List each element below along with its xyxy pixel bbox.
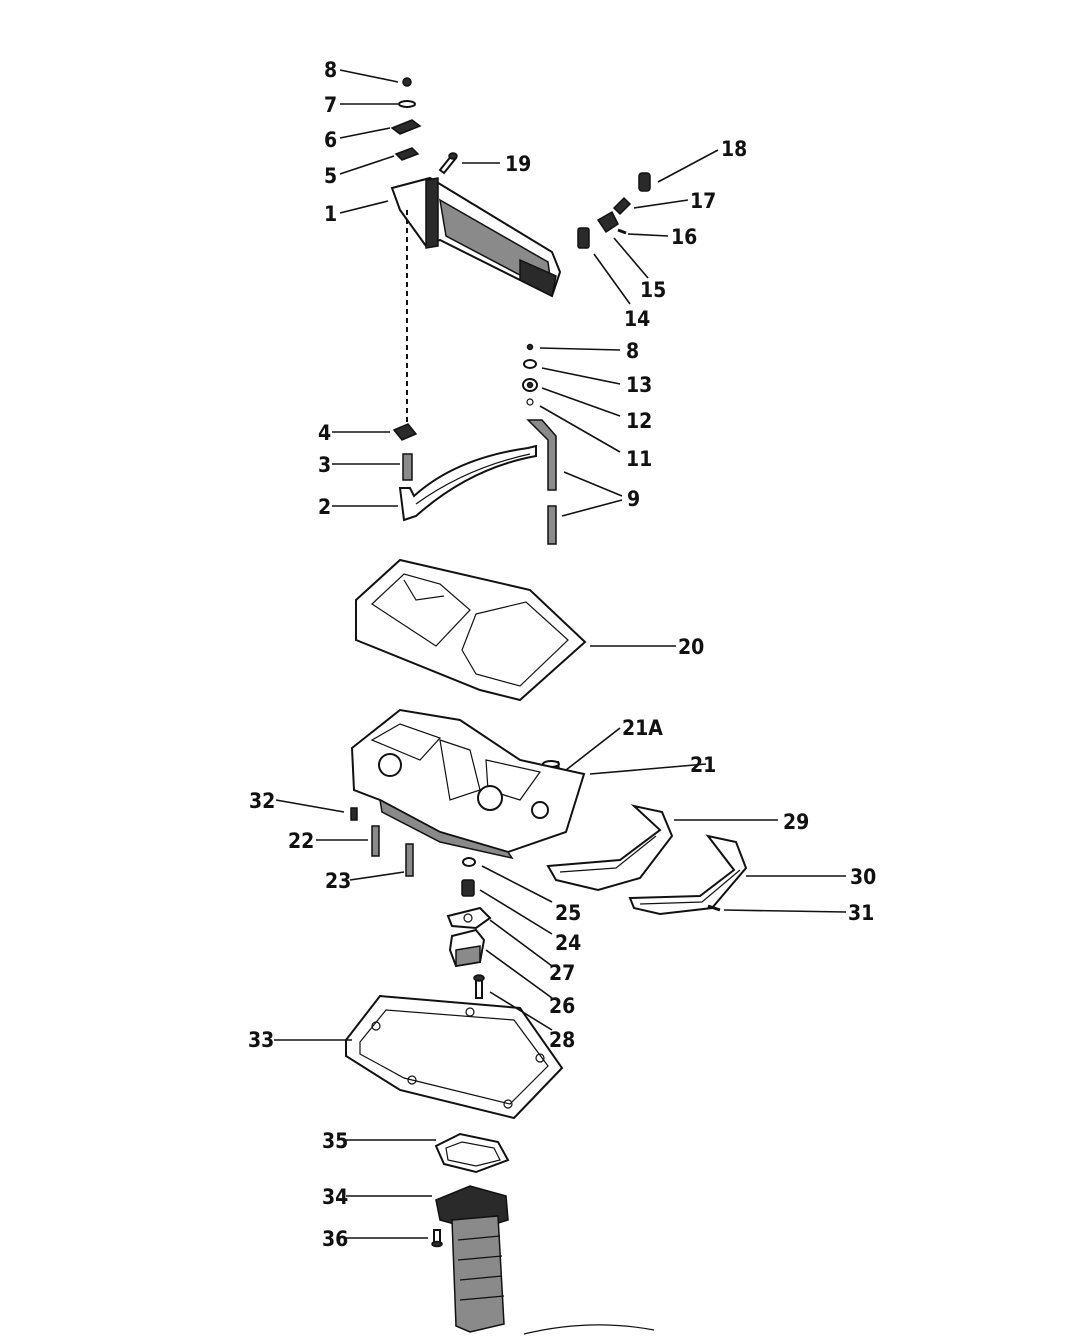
label-25: 25 [555,901,581,925]
label-15: 15 [640,278,666,302]
label-20: 20 [678,635,704,659]
label-14: 14 [624,307,650,331]
label-16: 16 [671,225,697,249]
part-8-nut-lower [526,343,534,351]
part-23-stud [405,843,414,877]
leader-lines [274,69,847,1239]
bottom-edge-mark [523,1324,655,1335]
part-28-screw [473,974,485,999]
part-17-bracket [612,196,632,216]
part-36-screw [431,1229,443,1248]
label-6: 6 [324,128,337,152]
part-1-bracket [390,176,562,298]
part-12-bushing [522,378,538,392]
label-8-upper: 8 [324,58,337,82]
part-19-screw [438,152,458,175]
part-16-pin [617,228,627,235]
part-21-housing [350,708,586,860]
part-27-gasket [446,906,492,930]
part-20-gasket [355,558,587,702]
part-18-clip [638,172,651,192]
part-15-lever [596,210,619,234]
label-28: 28 [549,1028,575,1052]
label-4: 4 [318,421,331,445]
label-31: 31 [848,901,874,925]
label-35: 35 [322,1129,348,1153]
part-33-gasket [345,994,564,1120]
label-24: 24 [555,931,581,955]
part-6-plate [390,119,422,135]
part-29-gasket [546,804,674,892]
label-26: 26 [549,994,575,1018]
part-8-nut [402,77,412,87]
part-32-screw [350,807,358,821]
part-9-rod-lower [547,505,557,545]
label-27: 27 [549,961,575,985]
label-36: 36 [322,1227,348,1251]
label-17: 17 [690,189,716,213]
part-26-block [448,928,486,968]
part-24-insert [461,879,475,897]
label-3: 3 [318,453,331,477]
part-30-gasket [628,834,748,916]
part-35-gasket [434,1132,510,1174]
part-2-arm [398,444,537,522]
label-33: 33 [248,1028,274,1052]
label-34: 34 [322,1185,348,1209]
label-7: 7 [324,93,337,117]
part-7-washer [398,100,416,108]
part-9-rod-upper [526,419,557,491]
part-13-washer [523,359,537,369]
part-14-block [577,227,590,249]
part-25-washer [462,857,476,867]
part-11-washer [526,398,534,406]
part-3-spring [402,453,413,481]
label-19: 19 [505,152,531,176]
label-29: 29 [783,810,809,834]
part-5-plate [394,147,420,161]
label-9: 9 [627,487,640,511]
label-18: 18 [721,137,747,161]
label-1: 1 [324,202,337,226]
label-30: 30 [850,865,876,889]
label-32: 32 [249,789,275,813]
label-12: 12 [626,409,652,433]
part-31-pin [707,904,721,912]
label-22: 22 [288,829,314,853]
part-22-stud [371,825,380,857]
label-2: 2 [318,495,331,519]
label-5: 5 [324,164,337,188]
label-8-lower: 8 [626,339,639,363]
label-11: 11 [626,447,652,471]
label-13: 13 [626,373,652,397]
part-4-link [392,423,418,441]
label-23: 23 [325,869,351,893]
label-21a: 21A [622,716,663,740]
part-34-housing [435,1185,509,1333]
callout-labels: 8 7 6 5 1 19 18 17 16 15 14 8 13 12 11 9… [248,58,876,1251]
label-21: 21 [690,753,716,777]
